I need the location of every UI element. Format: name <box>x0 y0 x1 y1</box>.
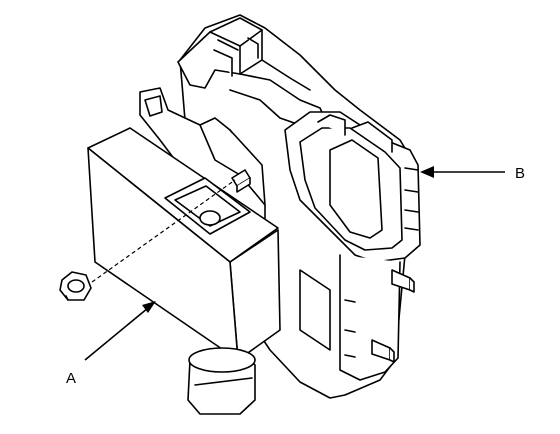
installation-guide-line <box>91 179 236 283</box>
callout-b-label: B <box>515 165 525 182</box>
stud-bolt <box>231 169 251 193</box>
callout-a-label: A <box>66 370 76 387</box>
callout-b: B <box>420 165 525 182</box>
lower-fitting <box>187 347 256 415</box>
callout-a: A <box>66 301 156 387</box>
front-module-box <box>87 127 281 361</box>
mounting-bracket <box>139 87 266 226</box>
flange-nut-icon <box>59 271 92 301</box>
